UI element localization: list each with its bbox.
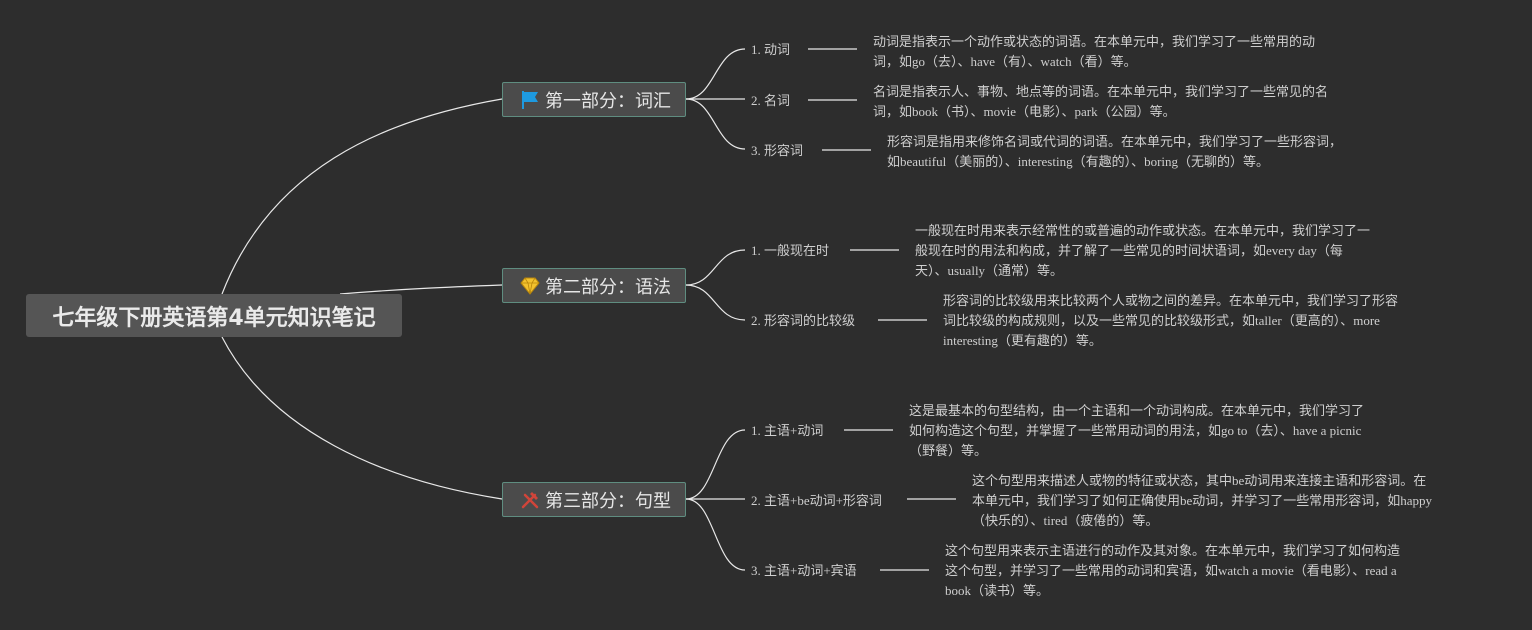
leaf-subject-be-adjective[interactable]: 2. 主语+be动词+形容词 (751, 493, 882, 508)
leaf-description: 一般现在时用来表示经常性的或普遍的动作或状态。在本单元中，我们学习了一般现在时的… (915, 223, 1371, 278)
branch-title: 第一部分：词汇 (545, 90, 671, 112)
root-title: 七年级下册英语第4单元知识笔记 (52, 305, 376, 331)
leaf-description: 名词是指表示人、事物、地点等的词语。在本单元中，我们学习了一些常见的名词，如bo… (873, 84, 1329, 119)
leaf-simple-present[interactable]: 1. 一般现在时 (751, 243, 830, 258)
branch-sentence-patterns[interactable]: 第三部分：句型 (502, 482, 686, 517)
root-topic[interactable]: 七年级下册英语第4单元知识笔记 (26, 294, 402, 337)
branch-vocabulary[interactable]: 第一部分：词汇 (502, 82, 686, 117)
leaf-adjective[interactable]: 3. 形容词 (751, 143, 804, 158)
leaf-description: 这个句型用来表示主语进行的动作及其对象。在本单元中，我们学习了如何构造这个句型，… (945, 543, 1401, 598)
leaf-description: 形容词是指用来修饰名词或代词的词语。在本单元中，我们学习了一些形容词，如beau… (887, 134, 1343, 169)
flag-icon (519, 89, 541, 111)
branch-title: 第二部分：语法 (545, 276, 671, 298)
leaf-subject-verb-object[interactable]: 3. 主语+动词+宾语 (751, 563, 857, 578)
leaf-comparative[interactable]: 2. 形容词的比较级 (751, 313, 856, 328)
leaf-verb[interactable]: 1. 动词 (751, 42, 791, 57)
leaf-description: 这个句型用来描述人或物的特征或状态，其中be动词用来连接主语和形容词。在本单元中… (972, 473, 1433, 528)
diamond-icon (519, 275, 541, 297)
leaf-description: 这是最基本的句型结构，由一个主语和一个动词构成。在本单元中，我们学习了如何构造这… (909, 403, 1365, 458)
leaf-subject-verb[interactable]: 1. 主语+动词 (751, 423, 824, 438)
branch-grammar[interactable]: 第二部分：语法 (502, 268, 686, 303)
branch-title: 第三部分：句型 (545, 490, 671, 512)
leaf-description: 动词是指表示一个动作或状态的词语。在本单元中，我们学习了一些常用的动词，如go（… (873, 34, 1316, 69)
tools-icon (519, 489, 541, 511)
leaf-noun[interactable]: 2. 名词 (751, 93, 791, 108)
leaf-description: 形容词的比较级用来比较两个人或物之间的差异。在本单元中，我们学习了形容词比较级的… (943, 293, 1399, 348)
